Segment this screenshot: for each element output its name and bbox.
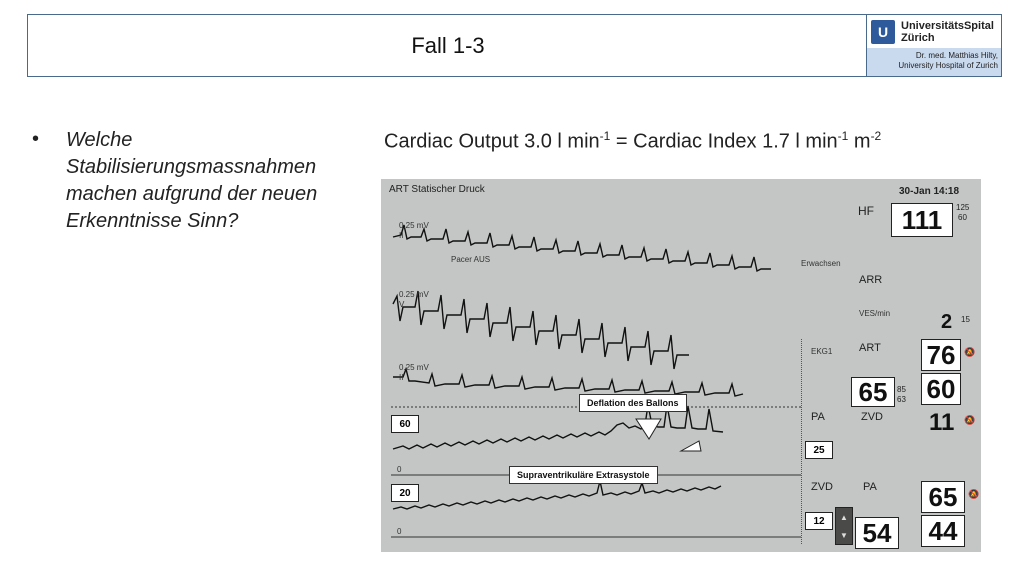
patient-type: Erwachsen [801,259,841,268]
hospital-logo: U UniversitätsSpital Zürich Dr. med. Mat… [866,15,1001,76]
ekg-lead-label: EKG1 [811,347,833,356]
lead-2-name: V [399,300,405,309]
arr-label: ARR [859,274,883,286]
ecg-trace-1 [392,224,771,273]
lead-3-scale: 0.25 mV [399,363,429,372]
slide-header: Fall 1-3 U UniversitätsSpital Zürich Dr.… [27,14,1002,77]
pa-scale-select[interactable]: 25 [805,441,833,459]
scale-stepper-button[interactable]: ▲ ▼ [835,507,853,545]
pa-small-label: PA [811,411,825,423]
logo-name-line-2: Zürich [901,31,935,44]
zvd-small-label: ZVD [811,481,833,493]
ves-label: VES/min [859,309,891,318]
art-mean: 65 [851,377,895,407]
pa-label: PA [863,481,877,493]
question-text: Welche Stabilisierungsmassnahmen machen … [66,129,318,232]
chevron-up-icon: ▲ [840,512,848,522]
zvd-pressure-trace [392,480,722,510]
zvd-scale-select[interactable]: 12 [805,512,833,530]
pa-mean: 54 [855,517,899,549]
art-limit-high: 85 [897,385,906,394]
ecg-trace-2 [392,290,689,370]
art-limit-low: 63 [897,395,906,404]
ves-limit: 15 [961,315,970,324]
monitor-title: ART Statischer Druck [389,184,485,195]
callout-deflation: Deflation des Ballons [579,394,687,412]
pa-systolic: 65 [921,481,965,513]
ecg-trace-3 [393,366,744,397]
lead-2-scale: 0.25 mV [399,290,429,299]
usz-logo-icon: U [871,19,895,44]
ves-value: 2 [941,311,953,333]
pa-alarm-off-icon: 🔕 [968,489,980,499]
pa-pressure-trace [392,404,724,450]
hf-label: HF [858,204,874,218]
monitor-date-time: 30-Jan 14:18 [899,186,960,197]
hf-value: 111 [891,203,953,237]
logo-credit: Dr. med. Matthias Hilty, University Hosp… [867,48,1001,76]
hf-limit-high: 125 [956,203,970,212]
art-alarm-off-icon: 🔕 [964,347,976,357]
art-label: ART [859,342,881,354]
slide-title: Fall 1-3 [411,32,485,58]
panel-divider [801,339,803,544]
bullet-point: • [32,128,40,150]
hf-limit-low: 60 [958,213,967,222]
cardiac-formula: Cardiac Output 3.0 l min-1 = Cardiac Ind… [384,129,882,153]
zvd-label: ZVD [861,411,883,423]
callout-svt: Supraventrikuläre Extrasystole [509,466,658,484]
chevron-down-icon: ▼ [840,530,848,540]
zvd-scale-top: 20 [391,484,419,502]
zvd-alarm-off-icon: 🔕 [964,415,976,425]
pacer-status: Pacer AUS [451,255,491,264]
logo-name-line-1: UniversitätsSpital [901,19,994,32]
pa-diastolic: 44 [921,515,965,547]
lead-3-name: II [399,373,404,382]
zvd-value: 11 [929,409,955,436]
zvd-scale-bottom: 0 [397,527,402,536]
art-diastolic: 60 [921,373,961,405]
pa-scale-top: 60 [391,415,419,433]
lead-1-name: II [399,231,404,240]
patient-monitor-photo: ART Statischer Druck 30-Jan 14:18 0.25 m… [381,179,981,552]
lead-1-scale: 0.25 mV [399,221,429,230]
art-systolic: 76 [921,339,961,371]
pa-scale-bottom: 0 [397,465,402,474]
